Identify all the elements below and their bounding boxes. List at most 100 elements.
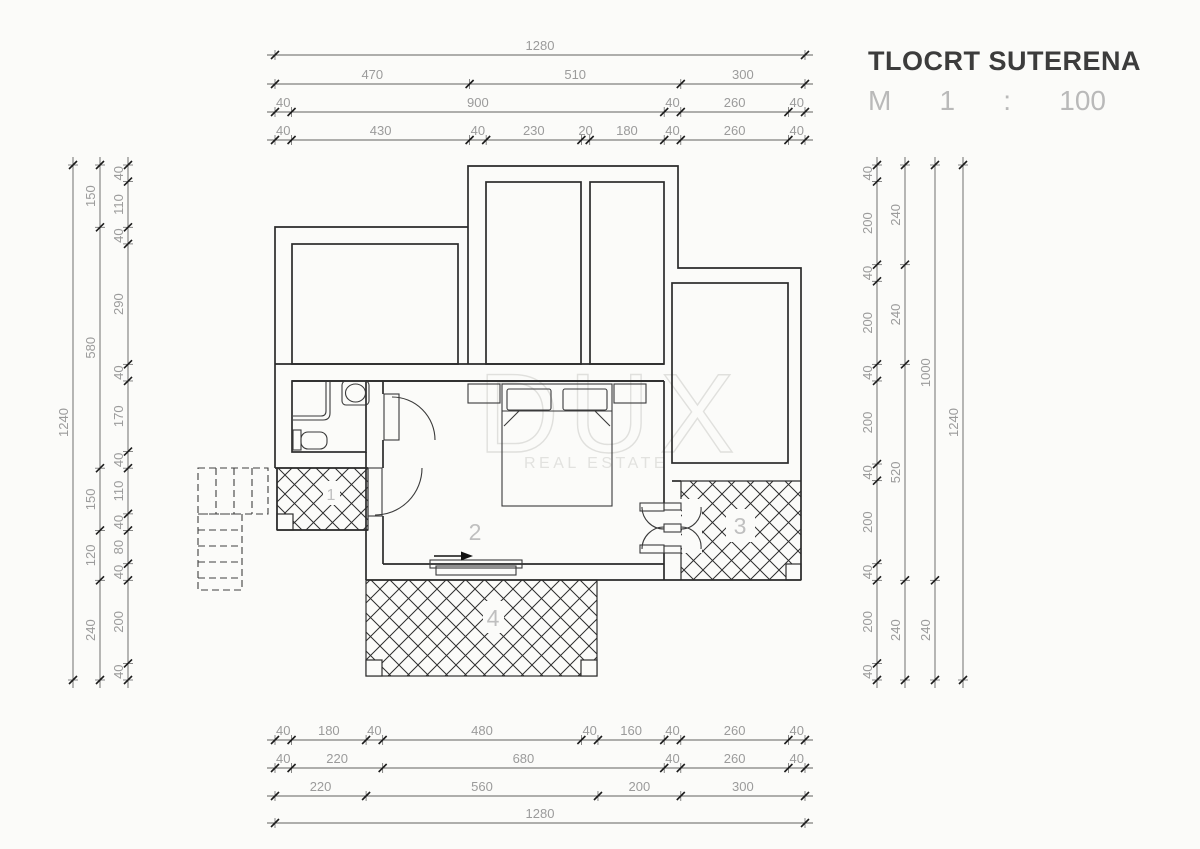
svg-text:300: 300 [732,67,754,82]
room-label-2: 2 [469,519,482,545]
svg-text:580: 580 [83,337,98,359]
svg-text:260: 260 [724,723,746,738]
terrace-area-3-border [680,480,801,580]
svg-text:200: 200 [860,412,875,434]
room2-outer-walls [365,380,801,581]
label1-clearing [323,481,340,505]
svg-text:40: 40 [111,166,126,180]
svg-text:1240: 1240 [56,408,71,437]
shower [293,382,331,421]
svg-text:40: 40 [860,664,875,678]
svg-text:430: 430 [370,123,392,138]
stair-treads-upper [215,468,253,514]
title-block: TLOCRT SUTERENA M 1 : 100 [868,46,1141,117]
pillow-right [562,388,608,411]
svg-text:40: 40 [665,123,679,138]
porch-walls [275,467,368,531]
svg-text:40: 40 [276,123,290,138]
room-label-4: 4 [487,605,500,631]
outer-wall-left [274,226,468,468]
svg-text:40: 40 [276,723,290,738]
svg-text:120: 120 [83,545,98,567]
svg-text:220: 220 [326,751,348,766]
svg-text:40: 40 [111,365,126,379]
svg-text:200: 200 [860,312,875,334]
svg-text:40: 40 [860,166,875,180]
terrace4-post-right [580,659,598,677]
room-label-3: 3 [734,513,747,539]
svg-text:180: 180 [616,123,638,138]
svg-text:40: 40 [367,723,381,738]
toilet-bowl [300,431,328,450]
watermark: DUX REAL ESTATE [477,350,744,476]
svg-text:40: 40 [860,266,875,280]
svg-text:520: 520 [888,461,903,483]
svg-text:260: 260 [724,751,746,766]
svg-text:40: 40 [860,465,875,479]
svg-text:240: 240 [888,304,903,326]
left-room [291,243,459,365]
bathroom-door-leaf [383,393,400,441]
svg-text:200: 200 [860,611,875,633]
svg-text:40: 40 [789,123,803,138]
svg-text:40: 40 [276,751,290,766]
svg-text:200: 200 [629,779,651,794]
stair-flight-lower [197,513,243,591]
svg-text:40: 40 [665,95,679,110]
svg-text:40: 40 [111,453,126,467]
drawing-scale: M 1 : 100 [868,85,1106,117]
label4-clearing [483,601,504,633]
svg-text:40: 40 [111,228,126,242]
doors [367,393,702,554]
lightwell-left [485,181,582,365]
bathroom-door-swing [391,396,436,441]
nightstand-right [613,383,647,404]
svg-text:260: 260 [724,123,746,138]
right-room [671,282,789,464]
svg-text:150: 150 [83,185,98,207]
svg-text:40: 40 [789,95,803,110]
step-2 [435,565,517,576]
watermark-brand: DUX [478,351,744,476]
porch-corner-post [276,513,294,531]
svg-text:680: 680 [513,751,535,766]
svg-text:1280: 1280 [526,38,555,53]
stair-treads-lower [198,529,242,579]
svg-text:160: 160 [620,723,642,738]
nightstand-left [467,383,501,404]
pillow-left [506,388,552,411]
svg-text:240: 240 [918,619,933,641]
svg-text:900: 900 [467,95,489,110]
french-door-jamb-bottom [663,545,682,554]
watermark-tagline: REAL ESTATE [524,455,668,472]
terrace3-post [785,563,802,581]
french-door-leaf-bottom [639,544,665,554]
walls [274,165,802,581]
svg-text:470: 470 [361,67,383,82]
svg-text:40: 40 [111,515,126,529]
entry-arrow [434,551,473,561]
svg-text:40: 40 [111,565,126,579]
room-label-1: 1 [327,487,336,504]
bed [501,383,613,507]
svg-text:1000: 1000 [918,358,933,387]
svg-text:240: 240 [888,204,903,226]
svg-text:20: 20 [578,123,592,138]
svg-text:40: 40 [860,565,875,579]
svg-text:200: 200 [111,611,126,633]
blanket-folds [502,410,612,427]
svg-text:510: 510 [564,67,586,82]
svg-text:110: 110 [111,481,126,502]
drawing-title: TLOCRT SUTERENA [868,46,1141,76]
svg-text:40: 40 [665,751,679,766]
french-door-jamb-top [663,502,682,511]
step-1 [429,559,523,569]
stair-flight-upper [197,467,269,515]
svg-text:560: 560 [471,779,493,794]
svg-text:1240: 1240 [946,408,961,437]
svg-text:260: 260 [724,95,746,110]
svg-text:480: 480 [471,723,493,738]
scale-part-100: 100 [1059,85,1106,116]
